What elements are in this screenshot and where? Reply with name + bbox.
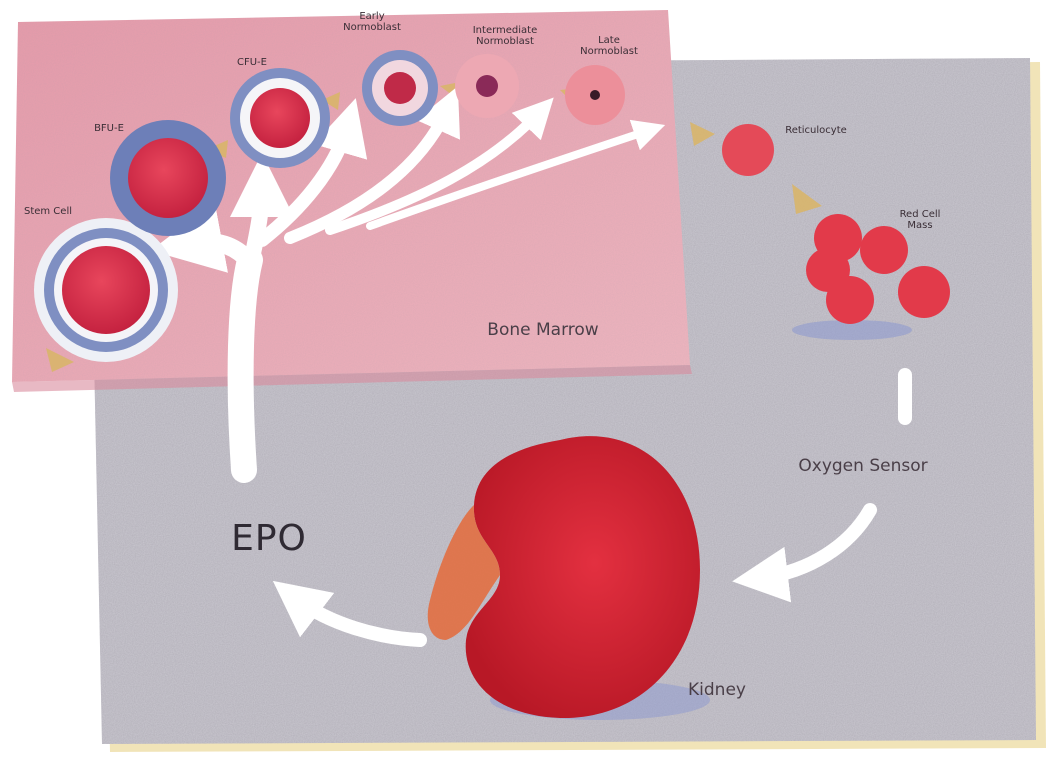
label-epo: EPO	[214, 520, 324, 558]
cfu-e-cell	[230, 68, 330, 168]
label-intermediate-normoblast: Intermediate Normoblast	[452, 26, 558, 47]
label-cfu-e: CFU-E	[224, 58, 280, 69]
stem-cell	[34, 218, 178, 362]
label-bone-marrow: Bone Marrow	[468, 322, 618, 340]
intermediate-normoblast-cell	[455, 54, 519, 118]
label-reticulocyte: Reticulocyte	[774, 126, 858, 137]
label-late-normoblast: Late Normoblast	[568, 36, 650, 57]
label-stem-cell: Stem Cell	[18, 207, 78, 218]
label-oxygen-sensor: Oxygen Sensor	[772, 458, 954, 476]
label-bfu-e: BFU-E	[84, 124, 134, 135]
bfu-e-cell	[110, 120, 226, 236]
late-normoblast-cell	[565, 65, 625, 125]
early-normoblast-cell	[362, 50, 438, 126]
label-red-cell-mass: Red Cell Mass	[888, 210, 952, 231]
label-kidney: Kidney	[672, 682, 762, 700]
reticulocyte-cell	[722, 124, 774, 176]
label-early-normoblast: Early Normoblast	[332, 12, 412, 33]
